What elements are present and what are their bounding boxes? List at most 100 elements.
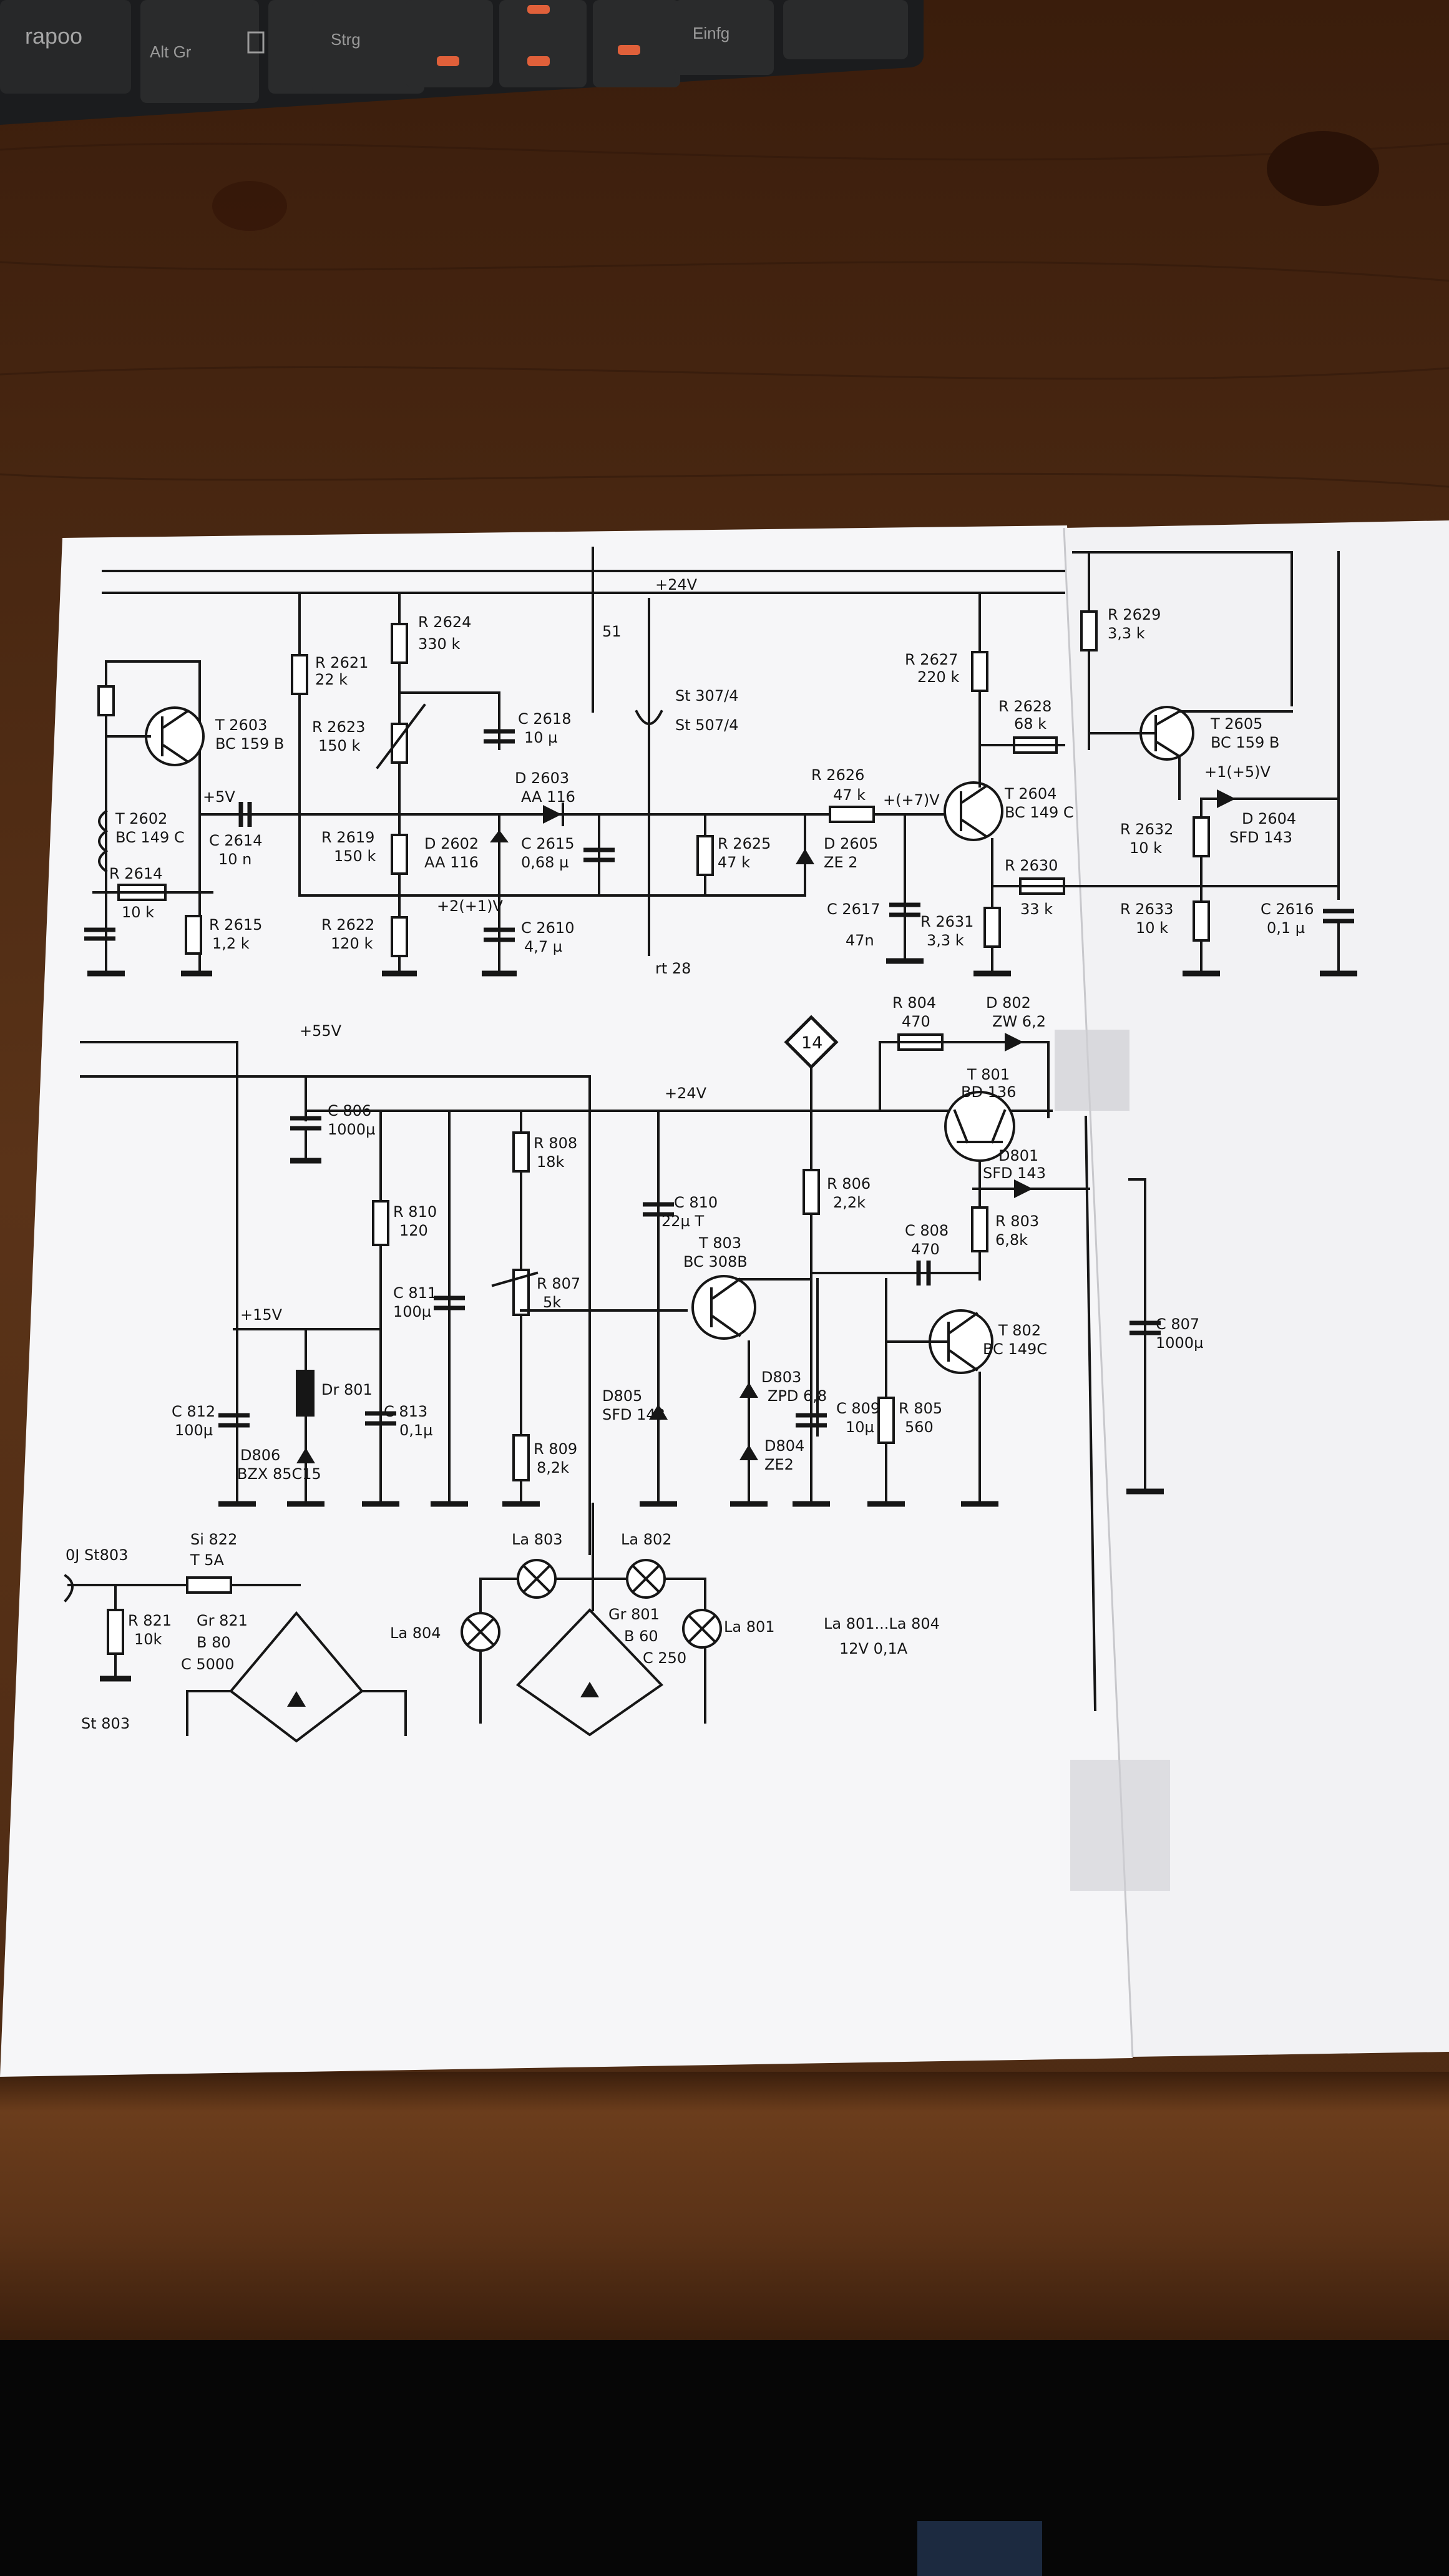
wood-grain bbox=[0, 142, 1449, 488]
node-label: +2(+1)V bbox=[437, 897, 503, 915]
bridge-left-value: B 80 bbox=[197, 1634, 231, 1651]
d2604-value: SFD 143 bbox=[1229, 829, 1292, 846]
r2623-value: 150 k bbox=[318, 737, 360, 754]
paper-right bbox=[1064, 520, 1449, 2057]
r2626-ref: R 2626 bbox=[811, 766, 864, 784]
t2604-type: BC 149 C bbox=[1005, 804, 1074, 821]
r806-ref: R 806 bbox=[827, 1175, 871, 1193]
r2614-value: 10 k bbox=[122, 904, 154, 921]
r2619-ref: R 2619 bbox=[321, 829, 374, 846]
r2633-value: 10 k bbox=[1136, 919, 1168, 937]
choke-label: Dr 801 bbox=[321, 1381, 373, 1398]
c812-ref: C 812 bbox=[172, 1403, 215, 1420]
node-label: +5V bbox=[203, 788, 235, 806]
r2625-ref: R 2625 bbox=[718, 835, 771, 852]
wood-knot bbox=[212, 181, 287, 231]
wood-knot bbox=[1267, 131, 1379, 206]
lamp-la804 bbox=[461, 1612, 500, 1652]
lamp-label: La 802 bbox=[621, 1531, 672, 1548]
t802-type: BC 149C bbox=[983, 1340, 1047, 1358]
r2629-value: 3,3 k bbox=[1108, 625, 1145, 642]
c813-ref: C 813 bbox=[384, 1403, 427, 1420]
d2603-value: AA 116 bbox=[521, 788, 575, 806]
t801-ref: T 801 bbox=[967, 1066, 1010, 1083]
d2602-ref: D 2602 bbox=[424, 835, 479, 852]
t803-type: BC 308B bbox=[683, 1253, 748, 1271]
r2626-value: 47 k bbox=[833, 786, 866, 804]
schematic-left: 14 bbox=[64, 547, 1097, 1743]
r805-value: 560 bbox=[905, 1418, 934, 1436]
r810-ref: R 810 bbox=[393, 1203, 437, 1221]
r807-ref: R 807 bbox=[537, 1275, 580, 1292]
r2615-ref: R 2615 bbox=[209, 916, 262, 934]
keyboard: rapoo Alt Gr Strg Einfg bbox=[0, 0, 924, 125]
r2632-value: 10 k bbox=[1129, 839, 1162, 857]
terminal-14-label: 14 bbox=[801, 1033, 822, 1053]
r809-ref: R 809 bbox=[534, 1440, 577, 1458]
t801-type: BD 136 bbox=[961, 1083, 1016, 1101]
r2628-ref: R 2628 bbox=[998, 698, 1051, 715]
d802-value: ZW 6,2 bbox=[992, 1013, 1046, 1030]
rail-label: +24V bbox=[665, 1085, 707, 1102]
lamp-note: 12V 0,1A bbox=[839, 1640, 908, 1657]
c2616-ref: C 2616 bbox=[1261, 900, 1314, 918]
r2624-ref: R 2624 bbox=[418, 613, 471, 631]
d2605-ref: D 2605 bbox=[824, 835, 878, 852]
bridge-right-value: B 60 bbox=[624, 1627, 658, 1645]
tape-strip bbox=[1070, 1760, 1170, 1891]
c2616-value: 0,1 µ bbox=[1267, 919, 1305, 937]
lamp-label: La 803 bbox=[512, 1531, 563, 1548]
lamp-label: La 804 bbox=[390, 1624, 441, 1642]
r804-ref: R 804 bbox=[892, 994, 936, 1012]
floor-item bbox=[917, 2521, 1042, 2576]
d2603-ref: D 2603 bbox=[515, 769, 569, 787]
r2622-ref: R 2622 bbox=[321, 916, 374, 934]
t2603-type: BC 159 B bbox=[215, 735, 284, 753]
c2614-ref: C 2614 bbox=[209, 832, 262, 849]
c811-value: 100µ bbox=[393, 1303, 431, 1320]
r805-ref: R 805 bbox=[899, 1400, 942, 1417]
d802-ref: D 802 bbox=[986, 994, 1031, 1012]
d803-ref: D803 bbox=[761, 1368, 801, 1386]
node-label: +1(+5)V bbox=[1204, 763, 1271, 781]
c808-value: 470 bbox=[911, 1241, 940, 1258]
r2631-ref: R 2631 bbox=[920, 913, 973, 930]
rail-label: +24V bbox=[655, 576, 698, 593]
c810-ref: C 810 bbox=[674, 1194, 718, 1211]
c811-ref: C 811 bbox=[393, 1284, 437, 1302]
r808-value: 18k bbox=[537, 1153, 565, 1171]
rail-label: +55V bbox=[300, 1022, 342, 1040]
lamp-la801 bbox=[682, 1609, 722, 1649]
r2614-ref: R 2614 bbox=[109, 865, 162, 882]
c2615-value: 0,68 µ bbox=[521, 854, 568, 871]
node-label: St 507/4 bbox=[675, 716, 738, 734]
c807-value: 1000µ bbox=[1156, 1334, 1203, 1352]
r2627-value: 220 k bbox=[917, 668, 959, 686]
t2602-ref: T 2602 bbox=[115, 810, 167, 827]
r2627-ref: R 2627 bbox=[905, 651, 958, 668]
r2619-value: 150 k bbox=[334, 847, 376, 865]
c2617-value: 47n bbox=[846, 932, 874, 949]
c806-value: 1000µ bbox=[328, 1121, 375, 1138]
r2632-ref: R 2632 bbox=[1120, 821, 1173, 838]
r803-ref: R 803 bbox=[995, 1212, 1039, 1230]
c2615-ref: C 2615 bbox=[521, 835, 574, 852]
paper-left bbox=[0, 525, 1133, 2077]
d805-value: SFD 143 bbox=[602, 1406, 665, 1423]
c2617-ref: C 2617 bbox=[827, 900, 880, 918]
r804-value: 470 bbox=[902, 1013, 930, 1030]
d2605-value: ZE 2 bbox=[824, 854, 858, 871]
r806-value: 2,2k bbox=[833, 1194, 866, 1211]
c2618-ref: C 2618 bbox=[518, 710, 571, 728]
d2602-value: AA 116 bbox=[424, 854, 479, 871]
node-label: St 307/4 bbox=[675, 687, 738, 705]
lamp-note: La 801...La 804 bbox=[824, 1615, 940, 1632]
keyboard-brand: rapoo bbox=[25, 23, 82, 49]
c812-value: 100µ bbox=[175, 1422, 213, 1439]
bridge-left-ref: Gr 821 bbox=[197, 1612, 248, 1629]
c2614-value: 10 n bbox=[218, 851, 251, 868]
d806-ref: D806 bbox=[240, 1447, 280, 1464]
d804-value: ZE2 bbox=[764, 1456, 794, 1473]
key-einfg: Einfg bbox=[693, 24, 729, 42]
